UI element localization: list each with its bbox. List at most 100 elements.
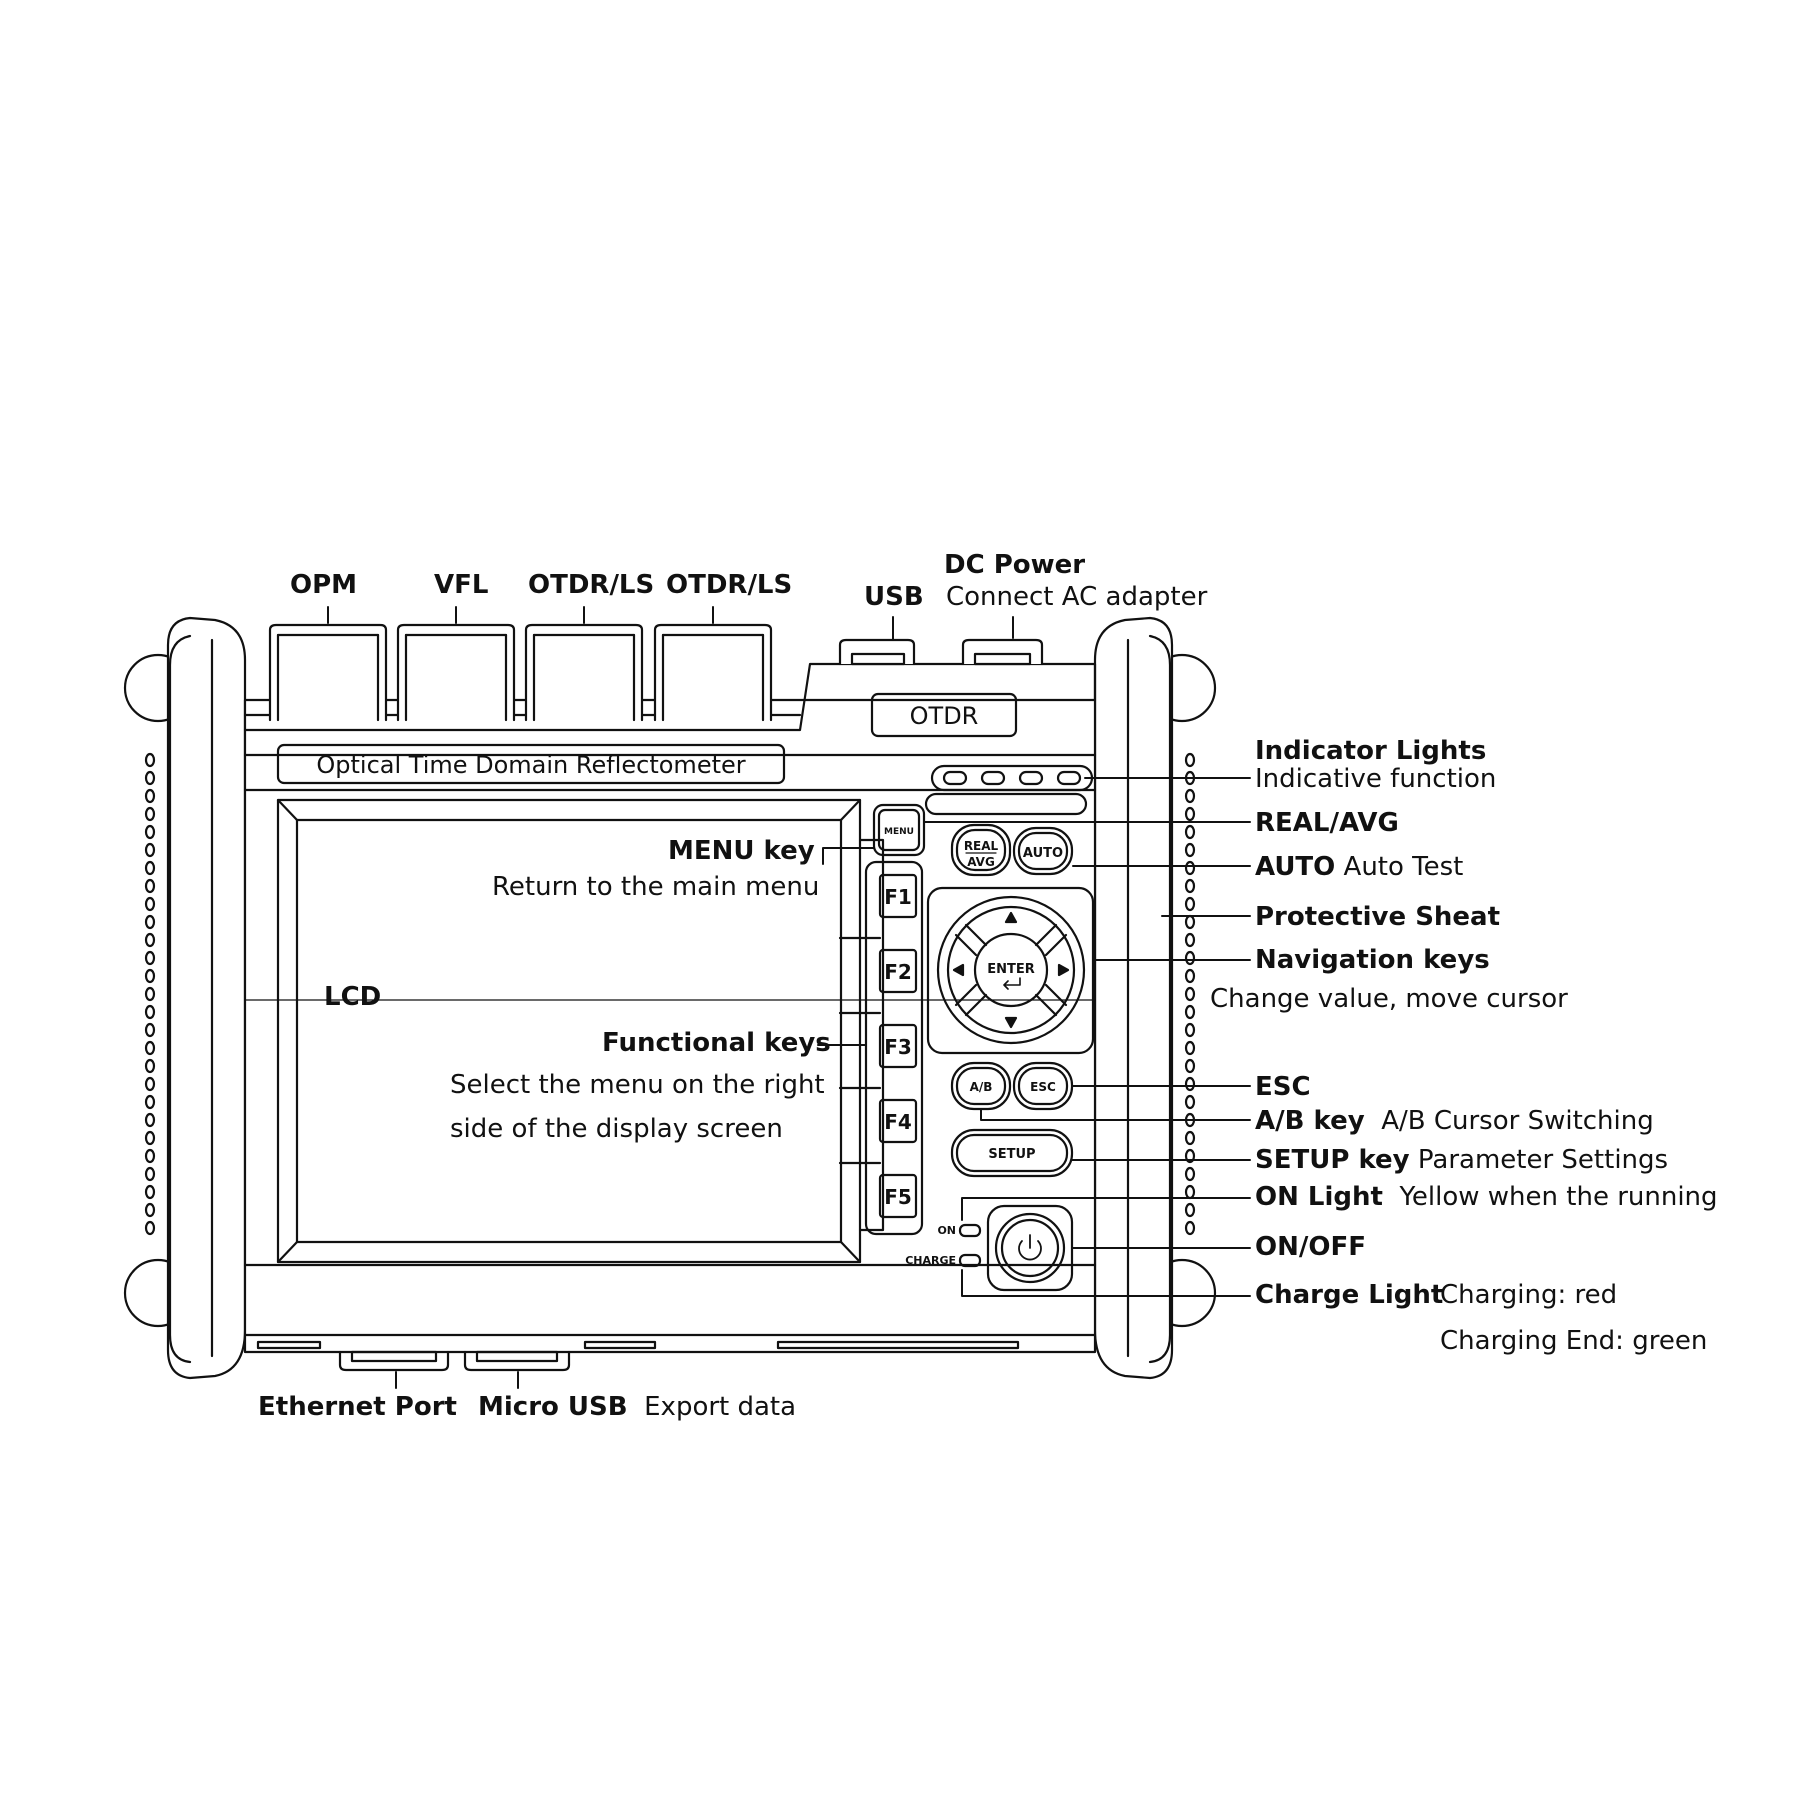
svg-text:REAL: REAL: [964, 839, 999, 853]
grip-dot: [144, 806, 156, 822]
label-on-off: ON/OFF: [1255, 1232, 1366, 1262]
svg-text:AVG: AVG: [967, 855, 995, 869]
label-functional-desc-1: Select the menu on the right: [450, 1070, 825, 1100]
grip-dot: [144, 788, 156, 804]
label-auto-title: AUTO: [1255, 852, 1336, 882]
grip-dot: [1184, 1058, 1196, 1074]
f4-key: F4: [878, 1098, 918, 1144]
function-keys: F1 F2 F3 F4 F5: [838, 838, 924, 1236]
label-on-light: ON Light Yellow when the running: [1255, 1182, 1718, 1212]
label-charge-desc-2: Charging End: green: [1440, 1326, 1708, 1356]
grip-dot: [144, 1058, 156, 1074]
f2-key: F2: [878, 948, 918, 994]
name-plate-text: Optical Time Domain Reflectometer: [316, 751, 745, 779]
label-setup-title: SETUP key: [1255, 1145, 1410, 1175]
label-auto: AUTO Auto Test: [1255, 852, 1463, 882]
grip-dot: [1184, 1004, 1196, 1020]
label-ab-desc: A/B Cursor Switching: [1381, 1106, 1654, 1136]
grip-dot: [144, 770, 156, 786]
grip-dot: [1184, 1040, 1196, 1056]
f3-key: F3: [878, 1023, 918, 1069]
top-connectors: [268, 623, 1044, 722]
label-auto-desc: Auto Test: [1343, 852, 1464, 882]
label-setup-key: SETUP key Parameter Settings: [1255, 1145, 1668, 1175]
status-lights: ON CHARGE: [905, 1223, 982, 1268]
svg-text:ON: ON: [937, 1224, 956, 1237]
leader-lines: [327, 606, 1251, 1389]
label-dc-desc: Connect AC adapter: [946, 582, 1208, 612]
grip-dot: [1184, 896, 1196, 912]
grip-dot: [144, 950, 156, 966]
grip-dot: [1184, 806, 1196, 822]
f5-key: F5: [878, 1173, 918, 1219]
label-esc: ESC: [1255, 1072, 1311, 1102]
label-micro-usb-desc: Export data: [644, 1392, 797, 1422]
grip-dot: [1184, 1130, 1196, 1146]
grip-dot: [144, 1202, 156, 1218]
label-otdr-ls-1: OTDR/LS: [528, 570, 655, 600]
grip-dot: [144, 1004, 156, 1020]
grip-dot: [144, 1076, 156, 1092]
grip-dot: [1184, 824, 1196, 840]
label-navigation-desc: Change value, move cursor: [1210, 984, 1568, 1014]
grip-dot: [144, 1040, 156, 1056]
label-indicator-desc: Indicative function: [1255, 764, 1497, 794]
grip-dot: [144, 878, 156, 894]
label-opm: OPM: [290, 570, 358, 600]
label-menu-key: MENU key: [668, 836, 815, 866]
label-otdr-ls-2: OTDR/LS: [666, 570, 793, 600]
right-bumper: [1093, 616, 1217, 1380]
svg-text:ESC: ESC: [1030, 1080, 1056, 1094]
navigation-pad: ENTER: [926, 886, 1095, 1055]
svg-text:F3: F3: [884, 1035, 912, 1059]
label-ab-key: A/B key A/B Cursor Switching: [1255, 1106, 1654, 1136]
label-dc-power: DC Power: [944, 550, 1086, 580]
f1-key: F1: [878, 873, 918, 919]
grip-dot: [144, 968, 156, 984]
svg-text:SETUP: SETUP: [988, 1147, 1035, 1162]
grip-dot: [144, 1112, 156, 1128]
grip-dot: [144, 1220, 156, 1236]
label-setup-desc: Parameter Settings: [1417, 1145, 1669, 1175]
grip-dot: [144, 914, 156, 930]
svg-text:F2: F2: [884, 960, 912, 984]
label-menu-desc: Return to the main menu: [492, 872, 820, 902]
label-ab-title: A/B key: [1255, 1106, 1365, 1136]
grip-dot: [1184, 878, 1196, 894]
grip-dot: [1184, 1022, 1196, 1038]
grip-dot: [1184, 1220, 1196, 1236]
lcd-screen: [276, 798, 862, 1264]
svg-text:F1: F1: [884, 885, 912, 909]
grip-dot: [144, 896, 156, 912]
grip-dot: [1184, 752, 1196, 768]
name-plate: [276, 743, 786, 785]
otdr-badge: [870, 692, 1018, 738]
label-on-title: ON Light: [1255, 1182, 1383, 1212]
grip-dot: [1184, 986, 1196, 1002]
svg-text:A/B: A/B: [970, 1080, 993, 1094]
label-vfl: VFL: [434, 570, 489, 600]
label-micro-usb: Micro USB Export data: [478, 1392, 796, 1422]
svg-text:CHARGE: CHARGE: [905, 1254, 956, 1267]
svg-text:F4: F4: [884, 1110, 912, 1134]
grip-dot: [1184, 1166, 1196, 1182]
label-on-desc: Yellow when the running: [1399, 1182, 1718, 1212]
grip-dot: [144, 1184, 156, 1200]
grip-dot: [1184, 1076, 1196, 1092]
grip-dot: [144, 752, 156, 768]
grip-dot: [144, 1166, 156, 1182]
real-avg-key: REAL AVG: [950, 823, 1012, 877]
grip-dot: [1184, 788, 1196, 804]
label-functional-desc-2: side of the display screen: [450, 1114, 783, 1144]
label-functional-keys: Functional keys: [602, 1028, 831, 1058]
grip-dot: [144, 860, 156, 876]
label-charge-light: Charge Light: [1255, 1280, 1444, 1310]
grip-dot: [144, 986, 156, 1002]
grip-dot: [1184, 968, 1196, 984]
label-navigation-keys: Navigation keys: [1255, 945, 1490, 975]
grip-dot: [1184, 950, 1196, 966]
grip-dot: [1184, 1184, 1196, 1200]
grip-dot: [144, 932, 156, 948]
